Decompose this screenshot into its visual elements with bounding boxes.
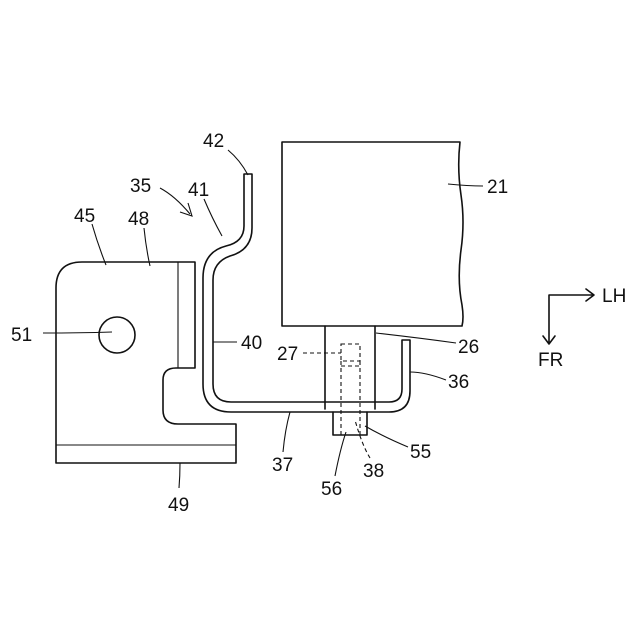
direction-arrows — [543, 289, 594, 344]
direction-label-lh: LH — [602, 286, 626, 307]
leader-45 — [92, 224, 106, 265]
leader-41 — [204, 199, 222, 236]
label-40: 40 — [241, 333, 262, 354]
hole-51 — [99, 317, 135, 353]
hidden-bolt-56 — [341, 361, 360, 435]
leader-36 — [410, 372, 446, 380]
label-45: 45 — [74, 206, 95, 227]
leader-37 — [283, 412, 290, 452]
leader-49 — [179, 463, 180, 488]
label-48: 48 — [128, 209, 149, 230]
label-55: 55 — [410, 442, 431, 463]
leader-51 — [43, 332, 112, 333]
direction-label-fr: FR — [538, 350, 563, 371]
label-26: 26 — [458, 337, 479, 358]
bracket-45 — [56, 262, 236, 463]
label-42: 42 — [203, 131, 224, 152]
leader-26 — [376, 333, 456, 343]
label-51: 51 — [11, 325, 32, 346]
label-35: 35 — [130, 176, 151, 197]
plate-35 — [203, 174, 410, 412]
label-37: 37 — [272, 455, 293, 476]
label-21: 21 — [487, 177, 508, 198]
leader-48 — [144, 228, 150, 266]
arrow-35 — [160, 188, 190, 214]
leader-42 — [228, 150, 248, 175]
leader-56 — [335, 432, 346, 476]
leader-21 — [448, 184, 483, 186]
component-21 — [282, 142, 463, 326]
hidden-part-27 — [341, 344, 360, 361]
label-49: 49 — [168, 495, 189, 516]
label-27: 27 — [277, 344, 298, 365]
label-56: 56 — [321, 479, 342, 500]
leader-55 — [365, 426, 408, 447]
label-38: 38 — [363, 461, 384, 482]
label-36: 36 — [448, 372, 469, 393]
nut-55 — [333, 412, 367, 435]
label-41: 41 — [188, 180, 209, 201]
shaft-26 — [325, 326, 375, 409]
